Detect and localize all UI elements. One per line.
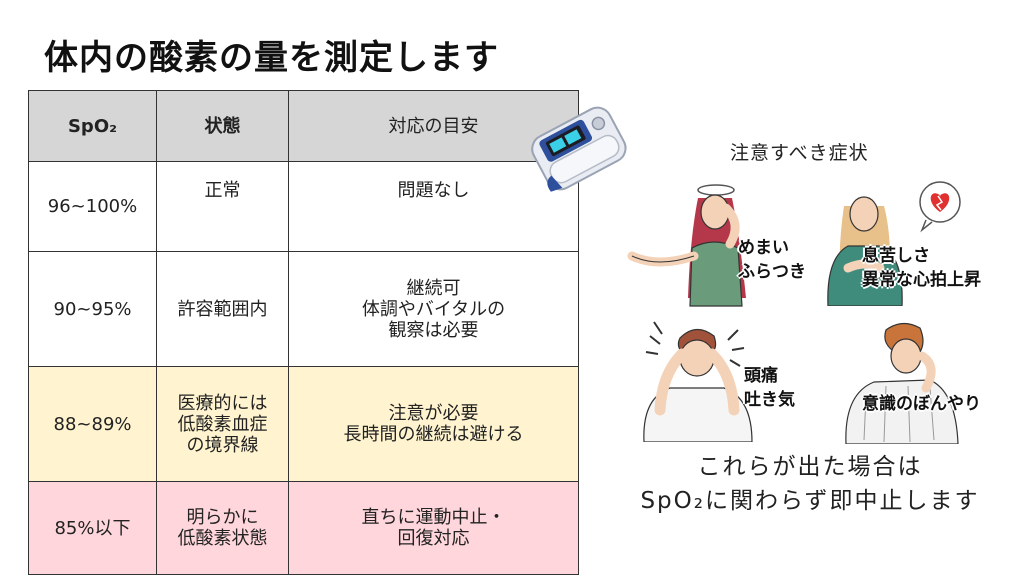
cell-spo2: 90~95%	[28, 251, 157, 367]
cell-spo2: 96~100%	[28, 161, 157, 252]
header-state: 状態	[156, 90, 289, 162]
cell-state: 許容範囲内	[156, 251, 289, 367]
page-title: 体内の酸素の量を測定します	[44, 38, 499, 78]
symptom-label-headache: 頭痛 吐き気	[744, 366, 795, 410]
cell-action: 問題なし	[288, 161, 579, 252]
header-spo2: SpO₂	[28, 90, 157, 162]
cell-state: 正常	[156, 161, 289, 252]
table-row: 85%以下 明らかに 低酸素状態 直ちに運動中止・ 回復対応	[28, 481, 579, 575]
symptoms-title: 注意すべき症状	[730, 142, 869, 164]
cell-spo2: 85%以下	[28, 481, 157, 575]
headache-man-icon	[643, 321, 753, 442]
spo2-table: SpO₂ 状態 対応の目安 96~100% 正常 問題なし 90~95% 許容範…	[28, 90, 579, 575]
cell-action: 直ちに運動中止・ 回復対応	[288, 481, 579, 575]
table-row: 88~89% 医療的には 低酸素血症 の境界線 注意が必要 長時間の継続は避ける	[28, 366, 579, 482]
symptom-label-dizziness: めまい ふらつき	[738, 238, 806, 282]
breathless-woman-icon	[827, 181, 961, 306]
table-row: 90~95% 許容範囲内 継続可 体調やバイタルの 観察は必要	[28, 251, 579, 367]
cell-action: 継続可 体調やバイタルの 観察は必要	[288, 251, 579, 367]
dizzy-woman-icon	[627, 184, 746, 307]
cell-state: 明らかに 低酸素状態	[156, 481, 289, 575]
table-row: 96~100% 正常 問題なし	[28, 161, 579, 252]
drowsy-person-icon	[845, 322, 959, 444]
stop-instruction-line2: SpO₂に関わらず即中止します	[640, 488, 980, 514]
cell-state: 医療的には 低酸素血症 の境界線	[156, 366, 289, 482]
symptom-label-drowsiness: 意識のぼんやり	[862, 394, 981, 414]
pulse-oximeter-icon	[531, 106, 627, 192]
symptom-label-breathlessness: 息苦しさ 異常な心拍上昇	[862, 246, 981, 290]
cell-action: 注意が必要 長時間の継続は避ける	[288, 366, 579, 482]
stop-instruction: これらが出た場合は SpO₂に関わらず即中止します	[600, 450, 1020, 518]
cell-spo2: 88~89%	[28, 366, 157, 482]
table-header-row: SpO₂ 状態 対応の目安	[28, 90, 579, 162]
stop-instruction-line1: これらが出た場合は	[697, 454, 923, 480]
header-action: 対応の目安	[288, 90, 579, 162]
